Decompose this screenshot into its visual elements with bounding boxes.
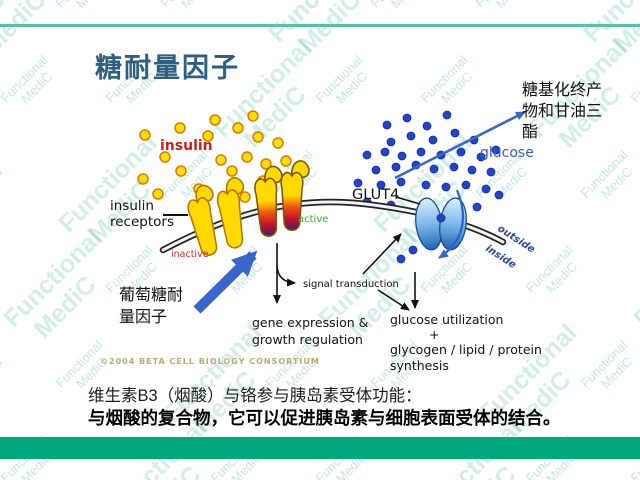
gtf-big-arrow [193,250,258,314]
active-label: active [298,214,328,225]
body-text-line1: 维生素B3（烟酸）与铬参与胰岛素受体功能： [88,387,422,405]
signal-transduction-label: signal transduction [303,279,399,290]
inside-label: inside [483,243,518,271]
insulin-signaling-diagram: insulin insulin receptors inactive activ… [100,110,542,373]
annotation-glucose-tolerance-factor: 葡萄糖耐量因子 [119,287,184,326]
receptors-label-line1: insulin [110,198,154,214]
glucose-in-channel [436,213,446,223]
glucose-utilization-plus: + [429,327,439,342]
body-text-line2: 与烟酸的复合物，它可以促进胰岛素与细胞表面受体的结合。 [88,408,561,428]
insulin-receptor-active [252,160,310,238]
diagram-copyright: ©2004 BETA CELL BIOLOGY CONSORTIUM [100,357,320,366]
gene-expression-line1: gene expression & [252,315,369,330]
arrow-to-glycation-note [394,110,526,180]
arrow-signal-to-utilization [377,289,410,311]
slide-title: 糖耐量因子 [95,53,240,83]
insulin-label: insulin [160,138,213,154]
gene-expression-line2: growth regulation [252,332,363,347]
glut4-channel [415,197,467,251]
receptors-label-line2: receptors [110,214,174,230]
glut4-label: GLUT4 [352,187,399,203]
arrow-signal-to-glut4 [362,233,402,275]
glucose-utilization-line3: synthesis [390,358,449,373]
header-accent-line [0,24,640,27]
annotation-glycation-products: 糖基化终产物和甘油三酯 [522,82,603,141]
footer-accent-bar [0,437,640,459]
glucose-utilization-line2: glycogen / lipid / protein [390,342,542,357]
glucose-molecules [353,110,504,264]
glucose-label: glucose [480,145,534,161]
arrow-branch-signal [276,265,296,287]
insulin-molecules [137,110,301,217]
inactive-label: inactive [171,249,209,260]
glucose-utilization-line1: glucose utilization [390,312,503,327]
glucose-transport-arrow [438,189,465,259]
glut4-pointer-line [395,196,421,205]
